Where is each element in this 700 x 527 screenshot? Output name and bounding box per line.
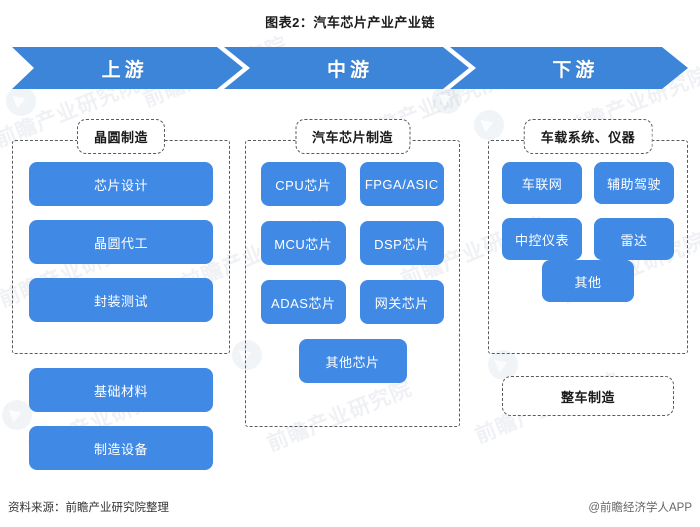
group-title-vehicle-systems-instruments: 车载系统、仪器 <box>523 119 653 154</box>
upstream-item-basic-materials[interactable]: 基础材料 <box>29 368 213 412</box>
downstream-item-other[interactable]: 其他 <box>542 260 634 302</box>
page-title: 图表2：汽车芯片产业产业链 <box>265 15 435 30</box>
credit-watermark: @前瞻经济学人APP <box>588 502 692 514</box>
downstream-item-center-console[interactable]: 中控仪表 <box>502 218 582 260</box>
group-wafer-manufacturing: 晶圆制造 <box>12 119 230 354</box>
midstream-item-grid: CPU芯片 FPGA/ASIC MCU芯片 DSP芯片 ADAS芯片 网关芯片 <box>261 162 444 324</box>
upstream-item-list: 芯片设计 晶圆代工 封装测试 <box>29 162 213 322</box>
midstream-item-dsp-chip[interactable]: DSP芯片 <box>359 221 444 265</box>
midstream-item-gateway-chip[interactable]: 网关芯片 <box>359 280 444 324</box>
group-title-wafer-manufacturing: 晶圆制造 <box>76 119 166 154</box>
value-chain-banner: 上游 中游 下游 <box>12 47 688 89</box>
midstream-item-mcu-chip[interactable]: MCU芯片 <box>261 221 346 265</box>
upstream-item-wafer-foundry[interactable]: 晶圆代工 <box>29 220 213 264</box>
column-midstream: 汽车芯片制造 CPU芯片 FPGA/ASIC MCU芯片 DSP芯片 ADAS芯… <box>245 100 460 480</box>
downstream-item-vehicle-manufacturing[interactable]: 整车制造 <box>502 376 674 416</box>
banner-segment-downstream[interactable]: 下游 <box>552 59 599 81</box>
banner-segment-midstream[interactable]: 中游 <box>326 59 373 81</box>
midstream-item-other-chips[interactable]: 其他芯片 <box>298 339 407 383</box>
upstream-outside-list: 基础材料 制造设备 <box>29 368 213 470</box>
midstream-item-fpga-asic[interactable]: FPGA/ASIC <box>359 162 444 206</box>
banner-shape <box>12 47 688 89</box>
source-note: 资料来源：前瞻产业研究院整理 <box>8 502 169 514</box>
group-auto-chip-manufacturing: 汽车芯片制造 <box>245 119 460 427</box>
upstream-item-packaging-test[interactable]: 封装测试 <box>29 278 213 322</box>
downstream-item-connected-vehicle[interactable]: 车联网 <box>502 162 582 204</box>
group-vehicle-systems-instruments: 车载系统、仪器 <box>488 119 688 354</box>
downstream-item-assisted-driving[interactable]: 辅助驾驶 <box>594 162 674 204</box>
midstream-item-adas-chip[interactable]: ADAS芯片 <box>261 280 346 324</box>
upstream-item-chip-design[interactable]: 芯片设计 <box>29 162 213 206</box>
column-downstream: 车载系统、仪器 车联网 辅助驾驶 中控仪表 雷达 其他 整车制造 <box>488 100 688 480</box>
column-upstream: 晶圆制造 芯片设计 晶圆代工 封装测试 基础材料 制造设备 <box>12 100 230 480</box>
downstream-item-grid: 车联网 辅助驾驶 中控仪表 雷达 <box>502 162 674 260</box>
upstream-item-manufacturing-equipment[interactable]: 制造设备 <box>29 426 213 470</box>
downstream-item-radar[interactable]: 雷达 <box>594 218 674 260</box>
value-chain-columns: 晶圆制造 芯片设计 晶圆代工 封装测试 基础材料 制造设备 汽车芯片制造 CPU… <box>0 100 700 480</box>
banner-segment-upstream[interactable]: 上游 <box>101 59 148 81</box>
midstream-item-cpu-chip[interactable]: CPU芯片 <box>261 162 346 206</box>
group-title-auto-chip-manufacturing: 汽车芯片制造 <box>294 119 411 154</box>
